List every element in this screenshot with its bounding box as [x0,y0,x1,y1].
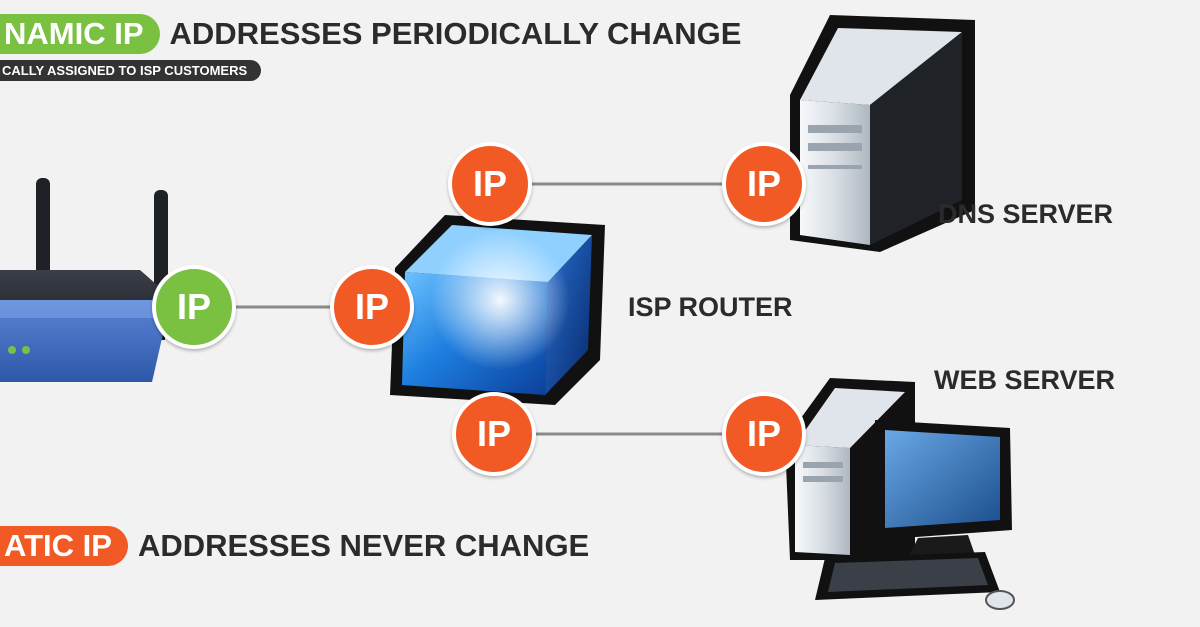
isp-router-label: ISP ROUTER [628,292,793,322]
static-ip-heading: ATIC IP ADDRESSES NEVER CHANGE [0,526,589,566]
ip-badge-dns-server: IP [722,142,806,226]
ip-badge-web-server: IP [722,392,806,476]
dns-server-label: DNS SERVER [938,199,1114,229]
home-router-icon [0,178,168,382]
dynamic-ip-description: ADDRESSES PERIODICALLY CHANGE [169,16,742,51]
web-server-label: WEB SERVER [934,365,1116,395]
ip-badge-isp-bottom: IP [452,392,536,476]
web-server-icon [785,378,1015,610]
static-ip-pill: ATIC IP [0,526,128,566]
dynamic-ip-subtitle: CALLY ASSIGNED TO ISP CUSTOMERS [0,60,262,81]
dynamic-ip-heading: NAMIC IP ADDRESSES PERIODICALLY CHANGE [0,14,741,54]
ip-badge-isp-top: IP [448,142,532,226]
static-ip-description: ADDRESSES NEVER CHANGE [137,528,590,563]
dns-server-icon [790,15,975,252]
connection-lines [230,182,730,436]
dynamic-ip-pill: NAMIC IP [0,14,160,54]
ip-badge-home-router: IP [152,265,236,349]
ip-badge-isp-left: IP [330,265,414,349]
isp-router-icon [390,215,605,405]
